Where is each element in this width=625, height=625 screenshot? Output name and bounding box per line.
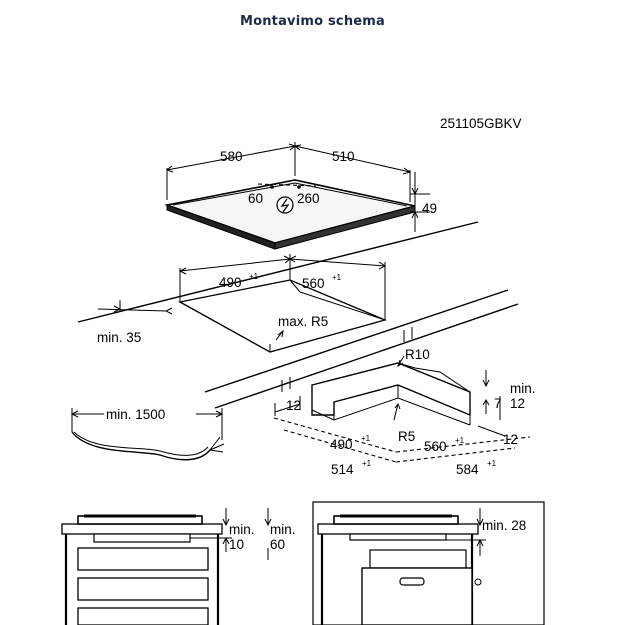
cable-length-label: min. 1500 — [106, 407, 165, 422]
page-title: Montavimo schema — [239, 14, 386, 29]
frame-drawing — [281, 327, 471, 426]
frame-inner-width-label: 490 — [330, 437, 353, 452]
cutout-dimensions — [97, 255, 386, 341]
frame-offset-height-label: 7 — [494, 396, 502, 411]
frame-outer-depth-tolerance: +1 — [487, 459, 497, 468]
hob-drawing: 60 260 — [163, 179, 416, 250]
power-connection-icon — [276, 196, 294, 214]
cable-offset-right: 260 — [297, 191, 320, 206]
worktop-drawing — [77, 221, 519, 409]
power-cable-drawing — [70, 408, 225, 461]
frame-inner-radius-label: R5 — [398, 429, 415, 444]
frame-offset-right-label: 12 — [510, 396, 525, 411]
cutout-depth-label: 560 — [302, 276, 325, 291]
drawer-clearance-a-value: 10 — [229, 537, 244, 552]
frame-inner-depth-tolerance: +1 — [455, 436, 465, 445]
model-code: 251105GBKV — [440, 116, 522, 131]
hob-depth-label: 510 — [332, 149, 355, 164]
hob-dimensions — [165, 142, 430, 232]
corner-radius-label: max. R5 — [278, 314, 328, 329]
drawer-clearance-b-value: 60 — [270, 537, 285, 552]
drawer-clearance-b-min: min. — [270, 522, 296, 537]
edge-distance-label: min. 35 — [97, 330, 141, 345]
frame-inner-width-tolerance: +1 — [361, 434, 371, 443]
hob-height-label: 49 — [422, 201, 437, 216]
frame-inner-depth-label: 560 — [424, 439, 447, 454]
oven-installation-drawing — [312, 501, 545, 625]
hob-width-label: 580 — [220, 149, 243, 164]
cutout-width-label: 490 — [219, 275, 242, 290]
frame-outer-width-tolerance: +1 — [362, 459, 372, 468]
oven-clearance-label: min. 28 — [482, 518, 526, 533]
cable-offset-left: 60 — [248, 191, 263, 206]
frame-min-label: min. — [510, 381, 536, 396]
drawer-clearance-a-min: min. — [229, 522, 255, 537]
drawer-installation-drawing — [61, 508, 272, 625]
frame-outer-width-label: 514 — [331, 462, 354, 477]
cutout-depth-tolerance: +1 — [332, 273, 342, 282]
frame-dimensions — [273, 370, 531, 463]
cutout-width-tolerance: +1 — [249, 272, 259, 281]
frame-offset-left-label: 12 — [286, 398, 301, 413]
frame-outer-depth-label: 584 — [456, 462, 479, 477]
frame-outer-radius-label: R10 — [405, 347, 430, 362]
frame-offset-front-label: 12 — [503, 432, 518, 447]
